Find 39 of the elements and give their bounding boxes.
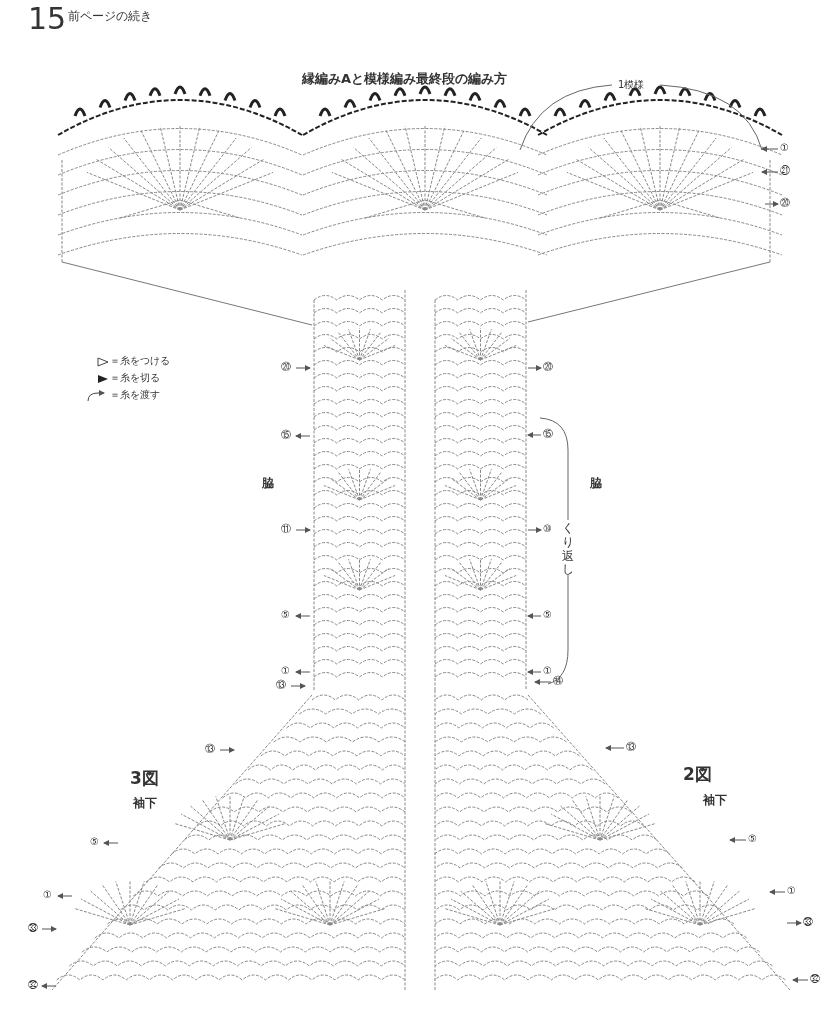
section-label: 袖下 [133, 797, 157, 809]
row-number: ⑳ [780, 198, 790, 208]
row-number: ⑮ [543, 429, 553, 439]
figure-label: 3図 [130, 770, 159, 787]
figure-label: 2図 [683, 766, 712, 783]
bracket-label: くり返し [562, 522, 575, 578]
legend-text: ＝糸を渡す [110, 390, 160, 400]
row-number: ⑬ [626, 742, 636, 752]
row-number: ⑪ [281, 524, 291, 534]
row-number: ㉜ [28, 980, 38, 990]
row-number: ① [787, 886, 796, 896]
chart-title: 縁編みAと模様編み最終段の編み方 [302, 72, 508, 85]
row-number: ⑮ [281, 430, 291, 440]
row-number: ⑬ [276, 680, 286, 690]
dimension-label: 1模様 [618, 80, 645, 90]
row-number: ① [43, 890, 52, 900]
row-number: ① [281, 666, 290, 676]
row-number: ㉜ [810, 974, 820, 984]
row-number: ⑭ [553, 676, 563, 686]
legend-text: ＝糸をつける [110, 356, 170, 366]
row-number: ⑩ [543, 524, 552, 534]
section-label: 脇 [262, 477, 274, 489]
row-number: ① [543, 666, 552, 676]
section-label: 袖下 [703, 794, 727, 806]
row-number: ① [780, 143, 789, 153]
row-number: ㉑ [780, 166, 790, 176]
row-number: ⑬ [205, 744, 215, 754]
page-number: 15 [28, 4, 67, 34]
row-number: ⑳ [281, 362, 291, 372]
row-number: ⑤ [281, 610, 290, 620]
row-number: ㉝ [28, 923, 38, 933]
continuation-note: 前ページの続き [68, 10, 152, 22]
section-label: 脇 [590, 477, 602, 489]
legend-text: ＝糸を切る [110, 373, 160, 383]
row-number: ⑳ [543, 362, 553, 372]
row-number: ㉝ [803, 917, 813, 927]
row-number: ⑤ [748, 834, 757, 844]
row-number: ⑤ [90, 837, 99, 847]
row-number: ⑤ [543, 610, 552, 620]
